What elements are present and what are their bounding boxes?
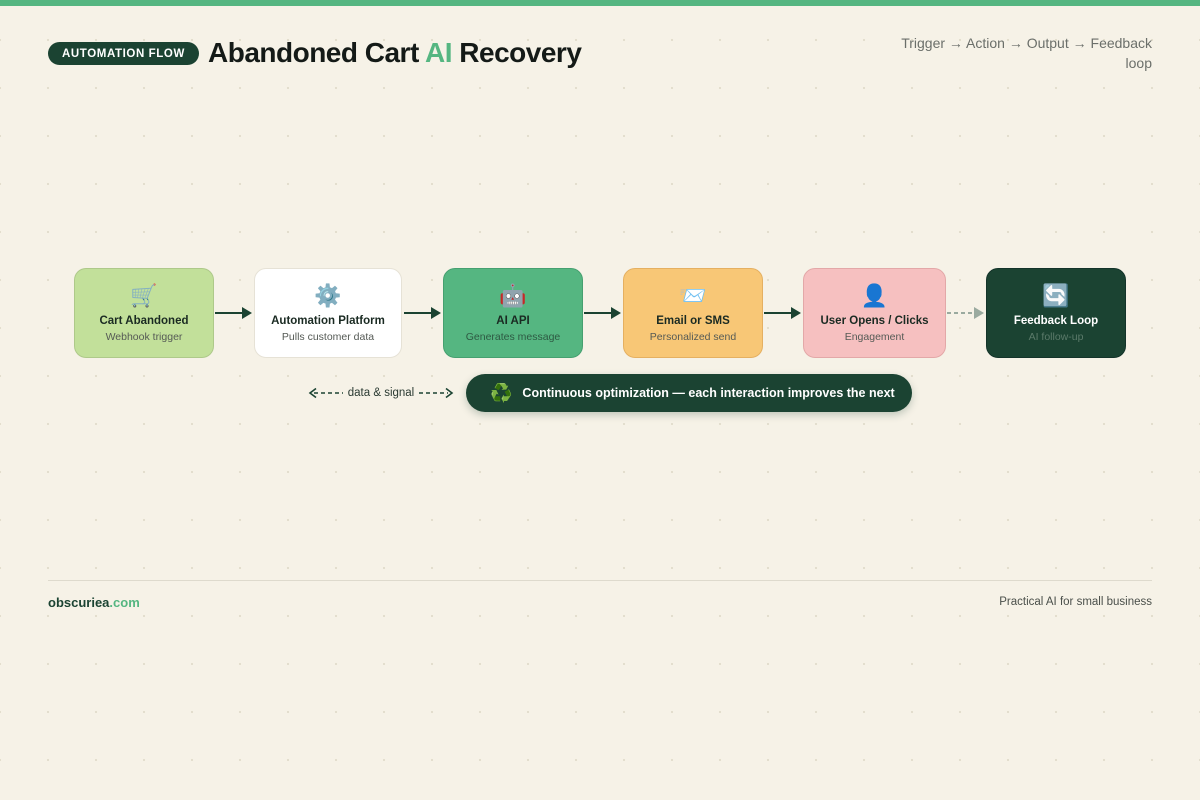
title-part-1: Abandoned Cart (208, 37, 426, 68)
node-subtitle: Webhook trigger (105, 331, 183, 343)
optimization-callout: ♻️ Continuous optimization — each intera… (466, 374, 912, 412)
automation-flow-badge: AUTOMATION FLOW (48, 42, 199, 65)
footer-tagline: Practical AI for small business (999, 596, 1152, 608)
node-feedback-loop: 🔄 Feedback Loop AI follow-up (986, 268, 1126, 358)
footer-divider (48, 580, 1152, 581)
brand-tld: .com (109, 595, 140, 610)
node-subtitle: Generates message (465, 331, 561, 343)
node-title: Cart Abandoned (99, 315, 189, 327)
envelope-icon: 📨 (679, 283, 707, 308)
node-email-or-sms: 📨 Email or SMS Personalized send (623, 268, 763, 358)
node-user-opens-clicks: 👤 User Opens / Clicks Engagement (803, 268, 946, 358)
dashed-arrow-left-icon (308, 387, 343, 399)
top-accent-bar (0, 0, 1200, 6)
user-icon: 👤 (860, 283, 889, 308)
cart-icon: 🛒 (130, 283, 158, 308)
arrow-right-icon (584, 307, 621, 319)
title-accent: AI (425, 37, 453, 68)
node-automation-platform: ⚙️ Automation Platform Pulls customer da… (254, 268, 402, 358)
node-subtitle: AI follow-up (1028, 331, 1084, 343)
node-subtitle: Pulls customer data (281, 331, 375, 343)
arrow-right-icon (215, 307, 252, 319)
dashed-arrow-right-icon (947, 307, 984, 319)
dashed-arrow-right-icon (419, 387, 454, 399)
node-title: Automation Platform (271, 315, 385, 327)
recycle-icon: ♻️ (490, 383, 513, 403)
arrow-right-icon (764, 307, 801, 319)
title-part-2: Recovery (452, 37, 582, 68)
node-title: Email or SMS (656, 315, 730, 327)
node-subtitle: Personalized send (649, 331, 737, 343)
refresh-icon: 🔄 (1042, 283, 1070, 308)
node-title: User Opens / Clicks (820, 315, 929, 327)
robot-icon: 🤖 (499, 283, 527, 308)
node-subtitle: Engagement (844, 331, 905, 343)
signal-legend: data & signal (308, 383, 454, 403)
callout-text: Continuous optimization — each interacti… (522, 386, 895, 400)
flow-summary: Trigger → Action → Output → Feedback loo… (901, 35, 1152, 71)
node-ai-api: 🤖 AI API Generates message (443, 268, 583, 358)
gear-icon: ⚙️ (314, 283, 342, 308)
signal-label: data & signal (347, 387, 415, 399)
node-cart-abandoned: 🛒 Cart Abandoned Webhook trigger (74, 268, 214, 358)
brand-wordmark: obscuriea.com (48, 595, 140, 610)
brand-name: obscuriea (48, 595, 110, 610)
page-title: Abandoned Cart AI Recovery (208, 36, 582, 70)
arrow-right-icon (404, 307, 441, 319)
node-title: AI API (496, 315, 530, 327)
node-title: Feedback Loop (1013, 315, 1099, 327)
